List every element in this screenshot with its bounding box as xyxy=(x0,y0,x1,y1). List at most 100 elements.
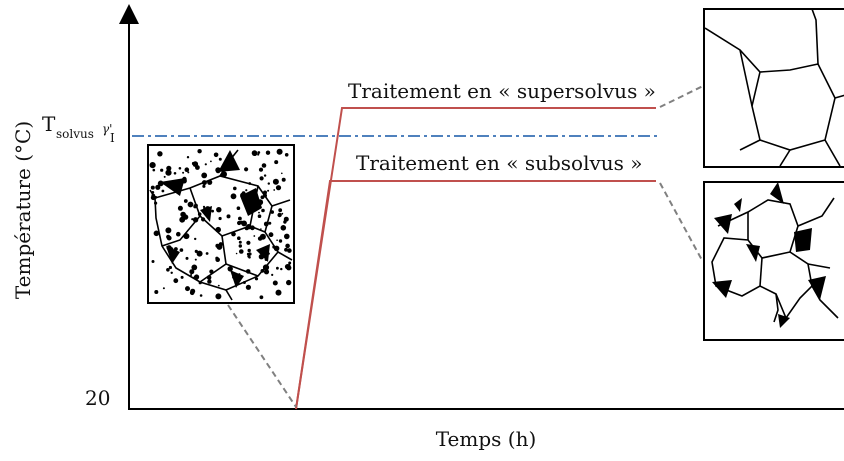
precipitate-dot xyxy=(238,216,242,221)
precipitate-dot xyxy=(227,266,233,272)
precipitate-dot xyxy=(201,172,208,179)
precipitate-dot xyxy=(226,214,231,219)
precipitate-dot xyxy=(166,235,172,241)
precipitate-dot xyxy=(283,220,287,224)
precipitate-dot xyxy=(251,150,258,156)
precipitate-dot xyxy=(162,287,165,290)
precipitate-dot xyxy=(239,249,244,254)
precipitate-dot xyxy=(210,160,212,163)
precipitate-dot xyxy=(170,271,173,274)
precipitate-dot xyxy=(173,278,179,284)
precipitate-dot xyxy=(233,186,237,191)
precipitate-dot xyxy=(247,248,251,253)
precipitate-dot xyxy=(191,161,196,166)
precipitate-dot xyxy=(204,163,207,166)
connector-subsolvus xyxy=(659,182,704,263)
solvus-label: T solvus γ' I xyxy=(42,112,115,145)
precipitate-dot xyxy=(183,199,188,203)
subsolvus-path xyxy=(295,180,656,410)
precipitate-dot xyxy=(166,268,170,272)
precipitate-dot xyxy=(163,175,166,178)
precipitate-dot xyxy=(196,250,203,257)
precipitate-dot xyxy=(276,266,279,270)
precipitate-dot xyxy=(263,174,267,177)
boundary-precipitates xyxy=(160,150,270,288)
precipitate-dot xyxy=(151,260,155,263)
precipitate-dot xyxy=(215,243,220,248)
precipitate-dot xyxy=(165,227,172,234)
precipitate-dot xyxy=(165,169,172,176)
precipitate-dot xyxy=(285,243,290,249)
precipitate-dot xyxy=(276,239,278,241)
precipitate-dot xyxy=(275,185,282,191)
large-grains-icon xyxy=(703,8,844,168)
precipitate-dot xyxy=(218,157,222,161)
precipitate-dot xyxy=(248,255,251,259)
precipitate-dot xyxy=(280,267,283,271)
precipitate-dot xyxy=(284,153,289,157)
precipitate-dot xyxy=(257,153,260,156)
precipitate-dot xyxy=(263,269,270,275)
precipitate-dot xyxy=(186,156,190,159)
precipitate-dot xyxy=(245,284,251,290)
precipitate-dot xyxy=(213,152,219,158)
precipitate-dot xyxy=(281,172,283,175)
precipitate-dot xyxy=(286,279,292,286)
solvus-label-main: T xyxy=(42,112,56,136)
precipitate-dot xyxy=(177,205,183,211)
precipitate-dot xyxy=(238,240,242,244)
precipitate-dot xyxy=(218,216,222,221)
precipitate-dot xyxy=(277,212,282,218)
precipitate-dot xyxy=(245,189,248,192)
precipitate-dot xyxy=(217,284,220,287)
precipitate-dot xyxy=(185,256,189,260)
precipitate-dot xyxy=(278,239,283,243)
precipitate-dot xyxy=(267,182,270,185)
precipitate-dot xyxy=(182,171,185,174)
precipitate-dot xyxy=(202,184,206,188)
connector-initial xyxy=(227,304,297,408)
grains-with-boundary-precipitates-icon xyxy=(703,181,844,341)
precipitate-dot xyxy=(281,212,284,215)
precipitate-dot xyxy=(216,207,222,213)
precipitate-dot xyxy=(180,220,184,223)
precipitate-dot xyxy=(273,189,276,191)
precipitate-dot xyxy=(258,167,264,172)
precipitate-dot xyxy=(202,205,206,208)
precipitate-dot xyxy=(274,160,279,165)
precipitate-dot xyxy=(215,257,220,263)
precipitate-dot xyxy=(155,184,161,190)
precipitate-dot xyxy=(254,277,259,281)
precipitate-dot xyxy=(166,165,172,171)
precipitate-dot xyxy=(235,252,238,255)
precipitate-dot xyxy=(194,258,197,261)
grain-boundaries xyxy=(149,149,293,301)
precipitate-dot xyxy=(278,208,283,213)
precipitate-dot xyxy=(157,151,163,157)
precipitate-dot xyxy=(237,220,242,226)
y-tick-20: 20 xyxy=(85,386,110,410)
precipitate-dot xyxy=(152,168,156,172)
precipitate-dot xyxy=(271,273,274,276)
precipitate-dot xyxy=(194,237,197,241)
connector-supersolvus xyxy=(659,85,704,108)
precipitate-dot xyxy=(187,171,190,174)
precipitate-dot xyxy=(268,232,274,238)
precipitate-dot xyxy=(261,163,267,168)
precipitate-dot xyxy=(272,178,279,185)
precipitate-dot xyxy=(195,165,200,170)
precipitate-dot xyxy=(260,195,265,200)
precipitate-dot xyxy=(207,279,212,284)
solvus-label-sub: solvus xyxy=(56,127,94,141)
precipitate-dot xyxy=(257,151,261,154)
precipitate-dot xyxy=(179,248,184,252)
precipitate-dot xyxy=(236,206,241,210)
precipitate-dot xyxy=(205,252,209,255)
precipitate-dot xyxy=(180,275,184,279)
precipitate-dot xyxy=(218,242,223,247)
precipitate-dot xyxy=(194,274,200,280)
precipitate-dot xyxy=(161,189,165,193)
precipitate-dot xyxy=(191,218,194,221)
